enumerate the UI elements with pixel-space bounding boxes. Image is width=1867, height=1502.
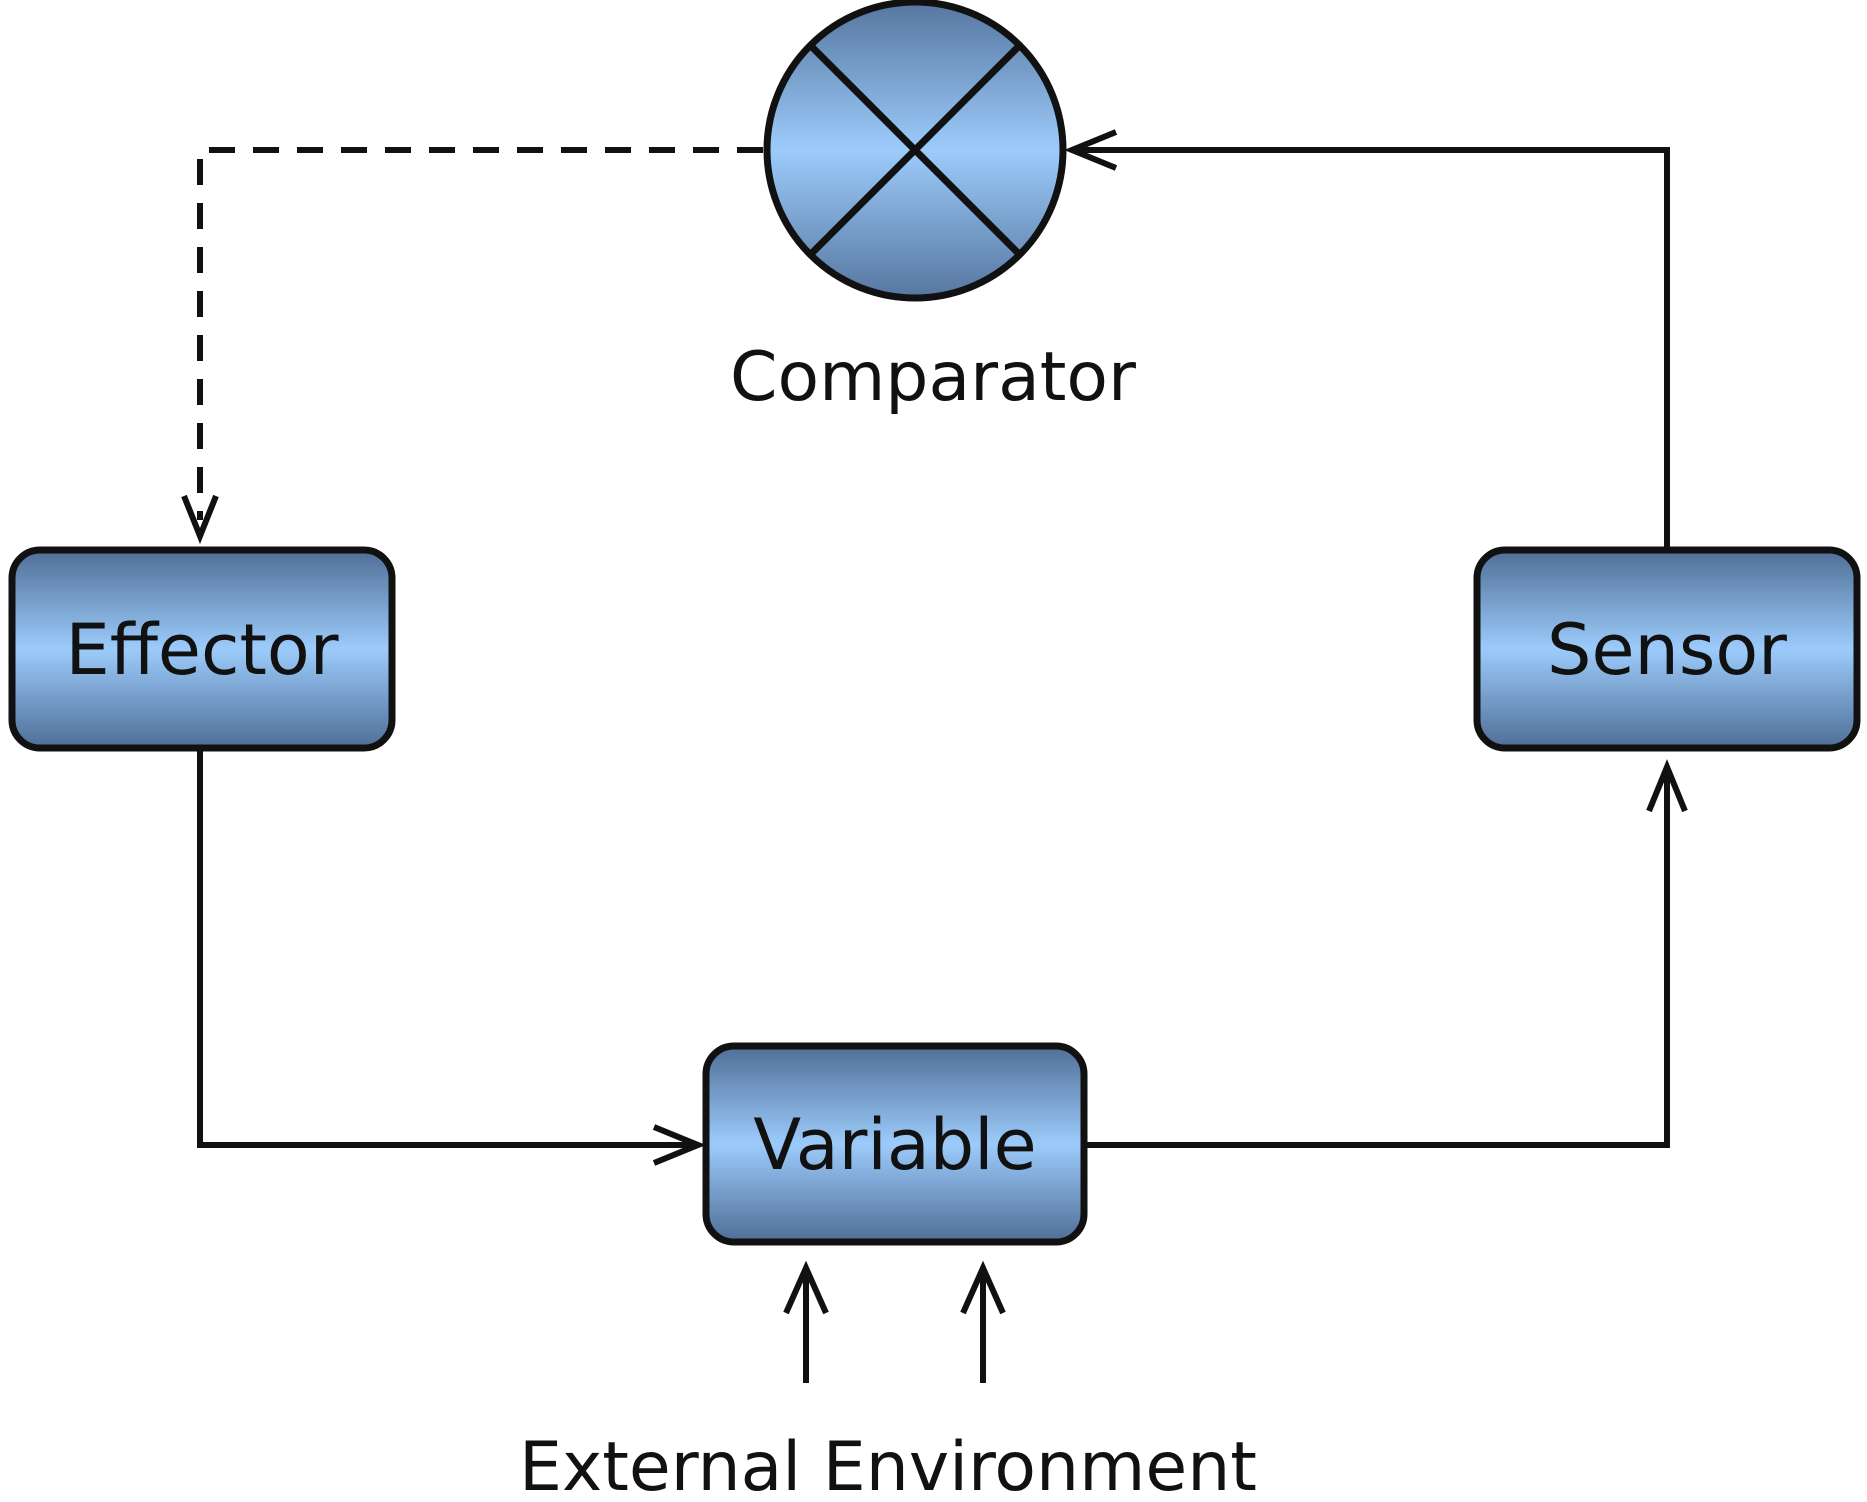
comparator-input-arrowhead — [1064, 129, 1118, 171]
effector-input-arrowhead — [181, 494, 219, 545]
variable-to-sensor-connector — [1085, 775, 1670, 1148]
comparator-label: Comparator — [730, 338, 1136, 417]
sensor-to-comparator-connector — [1077, 147, 1670, 550]
effector-node: Effector — [8, 546, 396, 752]
effector-label: Effector — [65, 609, 338, 691]
sensor-input-arrowhead — [1646, 759, 1688, 813]
comparator-to-effector-connector — [197, 147, 763, 520]
sensor-label: Sensor — [1547, 609, 1787, 691]
comparator-cross-line-b — [807, 42, 1023, 258]
variable-input-arrowhead — [652, 1124, 706, 1166]
external-environment-label: External Environment — [519, 1428, 1257, 1502]
variable-label: Variable — [753, 1104, 1036, 1186]
external-arrow-right-head — [960, 1260, 1006, 1315]
effector-to-variable-connector — [197, 750, 690, 1148]
comparator-node — [763, 0, 1067, 302]
variable-node: Variable — [702, 1042, 1088, 1246]
external-arrow-left-head — [783, 1260, 829, 1315]
sensor-node: Sensor — [1473, 546, 1861, 752]
